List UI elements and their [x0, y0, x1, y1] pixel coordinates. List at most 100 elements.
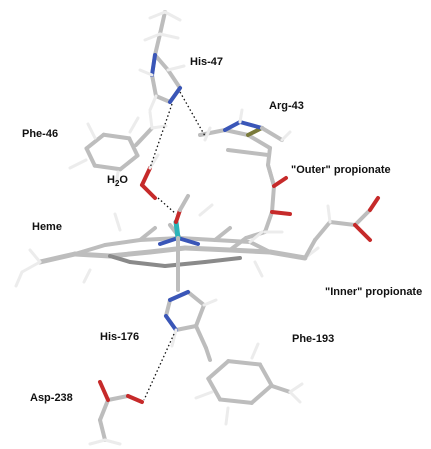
his47-ring	[153, 32, 162, 57]
phe193-h	[288, 390, 302, 404]
arg43-n	[238, 120, 264, 130]
phe46-ring	[101, 132, 132, 141]
hydrogen-bonds	[143, 91, 206, 401]
inner-propionate	[328, 220, 357, 227]
phe46-ring	[92, 163, 123, 172]
heme-ligand	[178, 194, 190, 212]
heme-h	[20, 260, 42, 274]
arg43-h	[203, 126, 212, 142]
heme-h	[253, 260, 264, 278]
arg43-chain	[223, 128, 250, 137]
label-phe-193: Phe-193	[292, 333, 335, 345]
heme-plane	[267, 249, 308, 261]
his176-n	[164, 314, 178, 332]
his47-ring	[150, 73, 158, 98]
heme-ring	[73, 243, 107, 256]
heme-ring	[203, 256, 242, 264]
heme-h	[113, 212, 122, 232]
label-arg-43: Arg-43	[269, 100, 304, 112]
his176-ring	[194, 303, 206, 328]
inner-o	[353, 223, 372, 242]
heme-fe	[173, 219, 181, 241]
phe46-cb	[134, 126, 154, 147]
his47-h	[148, 10, 167, 20]
phe46-ring	[84, 146, 97, 168]
outer-o	[272, 176, 288, 188]
inner-propionate	[313, 220, 332, 242]
phe193-ring	[249, 383, 274, 405]
label-inner-propionate: "Inner" propionate	[325, 286, 423, 298]
phe46-h	[150, 124, 168, 130]
phe46-ring	[118, 153, 140, 172]
arg43-n	[223, 120, 242, 132]
his47-h	[166, 64, 186, 72]
heme-plane	[182, 245, 233, 253]
his176-n	[168, 290, 190, 302]
his176-h	[170, 328, 178, 348]
heme-ring	[108, 254, 132, 264]
his176-ring	[164, 298, 172, 318]
asp238-chain	[106, 394, 130, 402]
phe193-ring	[257, 362, 274, 388]
heme-h	[82, 268, 92, 284]
water-sub: 2	[114, 179, 120, 188]
heme-plane	[227, 247, 273, 255]
phe46-h	[114, 170, 120, 188]
phe193-h	[224, 406, 230, 426]
water-o	[140, 166, 152, 187]
phe46-h	[68, 158, 88, 170]
phe193-ring	[206, 376, 223, 402]
hbond-water-fe	[157, 197, 177, 215]
arg43-h	[280, 130, 292, 142]
heme-h	[198, 203, 214, 217]
his47-h	[143, 32, 162, 42]
arg43-c	[260, 126, 284, 142]
heme-ligand-o	[174, 208, 182, 224]
water-o: O	[119, 174, 128, 186]
his47-n	[150, 53, 157, 77]
label-his-47: His-47	[190, 56, 224, 68]
arg43-h	[238, 108, 244, 124]
bond-sticks	[14, 10, 380, 446]
phe46-ring	[127, 136, 140, 158]
outer-propionate	[263, 210, 274, 234]
phe46-h	[128, 116, 140, 134]
hbond-his47-water	[149, 103, 173, 169]
heme-plane	[37, 251, 78, 265]
label-phe-46: Phe-46	[22, 128, 59, 140]
label-his-176: His-176	[100, 331, 140, 343]
inner-propionate	[353, 208, 372, 227]
outer-propionate	[270, 184, 276, 214]
heme-n	[158, 236, 180, 246]
his47-ring	[154, 94, 172, 104]
asp238-o	[98, 380, 110, 402]
heme-ring	[103, 238, 142, 247]
asp238-h	[103, 438, 122, 446]
outer-o	[270, 210, 292, 216]
asp238-chain	[98, 418, 107, 442]
outer-propionate	[266, 163, 276, 188]
arg43-c	[226, 148, 270, 157]
heme-ring	[248, 240, 272, 254]
heme-h	[28, 248, 42, 264]
phe193-c	[270, 384, 292, 394]
arg43-chain	[246, 133, 272, 150]
heme-ring	[213, 226, 232, 242]
heme-h	[248, 230, 264, 244]
label-water: H2O	[107, 174, 128, 188]
heme-plane	[107, 249, 153, 259]
phe193-h	[250, 342, 260, 360]
heme-ring	[163, 260, 207, 268]
heme-ring	[138, 226, 157, 242]
phe193-h	[288, 382, 304, 394]
heme-n	[176, 236, 200, 246]
phe193-ring	[218, 397, 254, 405]
his47-h	[158, 32, 180, 40]
his176-ring	[186, 290, 206, 307]
asp238-chain	[98, 398, 110, 422]
his176-h	[202, 298, 218, 307]
his47-h	[148, 94, 158, 112]
label-heme: Heme	[32, 221, 62, 233]
